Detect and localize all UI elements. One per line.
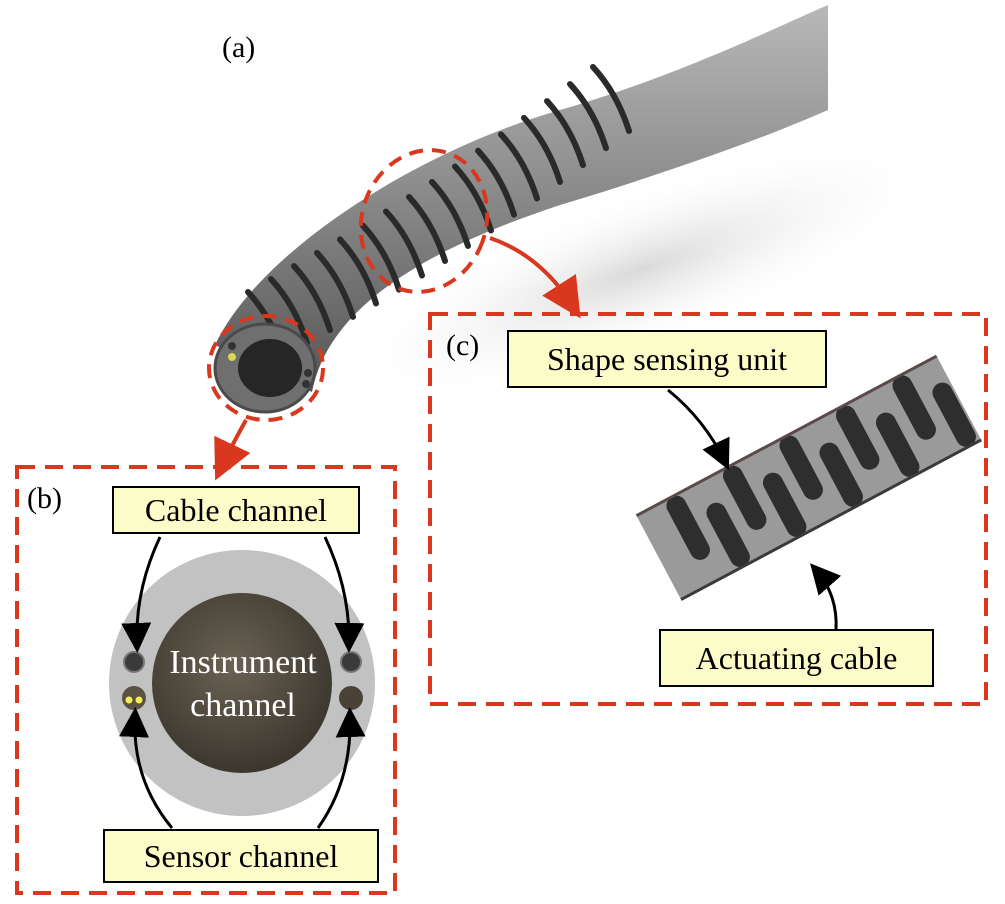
arrow-cable-left (121, 536, 162, 653)
instrument-disc (152, 593, 332, 773)
tube-slot (544, 98, 586, 169)
cable-channel-left (123, 651, 145, 673)
segment-slot (819, 442, 863, 507)
tube-slot (406, 193, 448, 264)
segment-slot (722, 465, 767, 530)
instrument-channel-label-line2: channel (190, 687, 296, 724)
arrow-to-panel-b (214, 419, 251, 481)
tube-slot (590, 64, 632, 134)
segment-slot (835, 405, 880, 470)
actuating-wire (680, 438, 982, 601)
sensor-channel-left (122, 686, 146, 710)
tip-cable-hole-right (304, 369, 312, 377)
segment-slot (892, 375, 936, 440)
tube-body (215, 5, 828, 392)
cross-section (109, 550, 375, 816)
segment-slot (706, 502, 750, 567)
arrow-cable-right (323, 536, 365, 653)
tip-highlight-ellipse (207, 314, 325, 422)
segment-slots (666, 375, 976, 567)
continuum-robot (213, 5, 828, 414)
tube-slot (268, 276, 310, 347)
shape-sensing-unit-label: Shape sensing unit (507, 330, 827, 388)
segment-slot (762, 472, 807, 537)
tube-slot (314, 249, 356, 320)
panel-label-c: (c) (446, 329, 480, 362)
tube-slot (475, 147, 517, 218)
tube-shadow (328, 134, 952, 406)
cable-channel-right (340, 651, 362, 673)
arrow-actuating (810, 563, 842, 631)
segment-slot (666, 495, 710, 560)
arrow-sensor-right (316, 707, 366, 829)
shape-sensing-wire (635, 354, 938, 517)
tube-slot (498, 131, 540, 202)
segment-slot (875, 412, 920, 477)
panel-c-frame (428, 312, 988, 706)
sensor-channel-label: Sensor channel (103, 829, 379, 883)
tube-tip-lumen (238, 339, 302, 397)
tube-slot (383, 208, 425, 279)
sensor-fiber-1 (125, 696, 133, 704)
segment-slot (779, 435, 823, 500)
arrow-sensor-left (119, 707, 174, 829)
segment-detail (635, 354, 982, 601)
panel-label-a: (a) (222, 31, 256, 64)
tube-slot (521, 114, 563, 185)
section-highlight-ellipse (358, 148, 490, 294)
tube-slot (337, 236, 379, 307)
sensor-channel-right (339, 686, 363, 710)
tube-slot (360, 222, 402, 293)
panel-b-frame (15, 465, 397, 895)
segment-slot (932, 382, 976, 447)
tip-sensor-hole (228, 353, 236, 361)
tip-sensor-hole-right (302, 380, 310, 388)
arrow-shape-sensing (667, 388, 730, 471)
instrument-channel-label-line1: Instrument (169, 644, 317, 681)
arrow-to-panel-c (489, 236, 581, 319)
cable-channel-label: Cable channel (112, 486, 360, 534)
actuating-cable-label: Actuating cable (659, 629, 934, 687)
tube-slots (245, 64, 632, 359)
tube-slot (429, 178, 471, 249)
tip-cable-hole (228, 342, 236, 350)
tube-slot (291, 263, 333, 334)
panel-label-b: (b) (27, 482, 62, 515)
sensor-fiber-2 (135, 696, 143, 704)
tube-slot (567, 81, 609, 152)
